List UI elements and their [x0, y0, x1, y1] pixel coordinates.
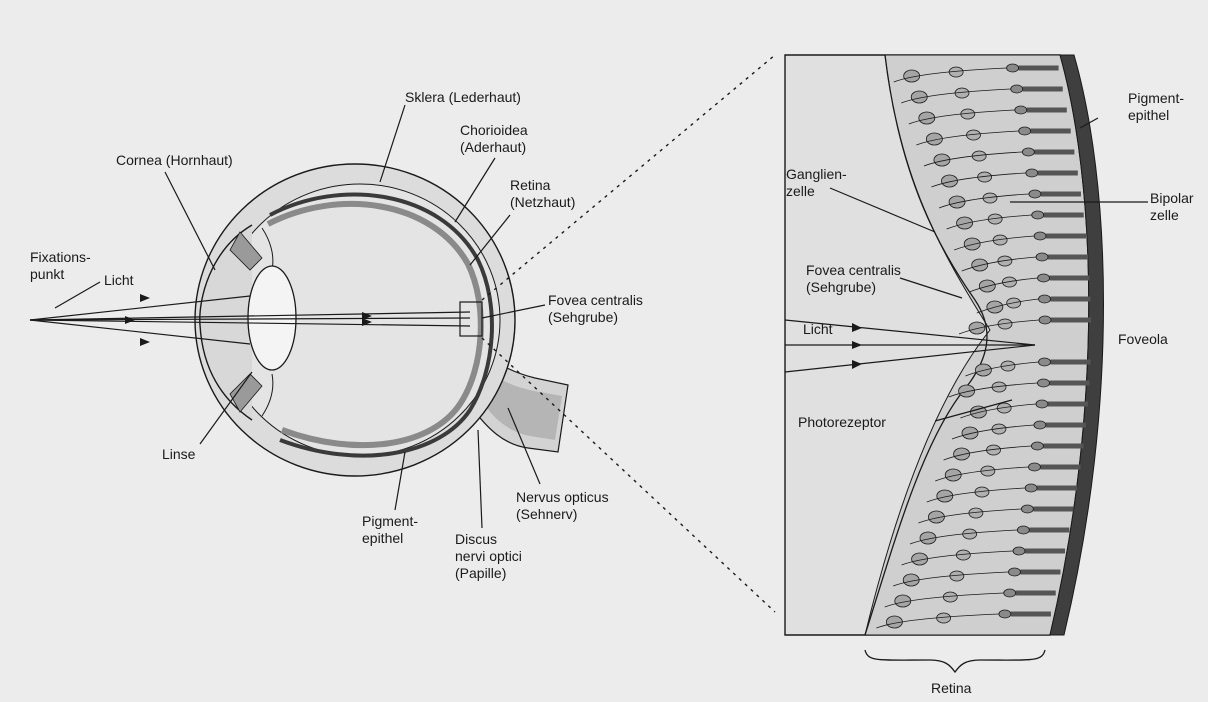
label-fovea-zoom-line1: Fovea centralis — [806, 262, 901, 278]
label-sklera: Sklera (Lederhaut) — [405, 89, 521, 105]
label-pigment-zoom-line2: epithel — [1128, 107, 1169, 123]
photoreceptor-nucleus — [1004, 589, 1016, 597]
eyeball — [195, 164, 568, 476]
ganglion-cell — [957, 217, 973, 229]
photoreceptor-nucleus — [1017, 526, 1029, 534]
retina-detail — [785, 55, 1104, 635]
photoreceptor-nucleus — [1036, 400, 1048, 408]
ganglion-cell — [962, 427, 978, 439]
label-bipolarzelle-line1: Bipolar — [1150, 190, 1194, 206]
photoreceptor-nucleus — [1036, 253, 1048, 261]
photoreceptor-nucleus — [1029, 190, 1041, 198]
label-discus-line3: (Papille) — [455, 565, 506, 581]
arrow-head-middle — [125, 316, 135, 324]
ganglion-cell — [954, 448, 970, 460]
label-foveola: Foveola — [1118, 331, 1168, 347]
photoreceptor-nucleus — [1034, 232, 1046, 240]
photoreceptor-nucleus — [1039, 358, 1051, 366]
ganglion-cell — [949, 196, 965, 208]
label-fixationspunkt-line2: punkt — [30, 266, 64, 282]
label-ganglienzelle-line1: Ganglien- — [786, 166, 847, 182]
label-discus-line1: Discus — [455, 531, 497, 547]
photoreceptor-nucleus — [1019, 127, 1031, 135]
photoreceptor-nucleus — [1015, 106, 1027, 114]
label-retina-eye-line1: Retina — [510, 177, 551, 193]
label-nervus-line2: (Sehnerv) — [516, 506, 577, 522]
label-pigment-eye-line1: Pigment- — [362, 513, 418, 529]
label-retina-eye-line2: (Netzhaut) — [510, 194, 575, 210]
ganglion-cell — [969, 322, 985, 334]
photoreceptor-nucleus — [1039, 295, 1051, 303]
photoreceptor-nucleus — [1007, 64, 1019, 72]
photoreceptor-nucleus — [1011, 85, 1023, 93]
label-licht-eye: Licht — [104, 272, 134, 288]
label-bipolarzelle-line2: zelle — [1150, 207, 1179, 223]
photoreceptor-nucleus — [1032, 211, 1044, 219]
ganglion-cell — [972, 259, 988, 271]
arrow-head-upper — [140, 294, 150, 302]
label-cornea: Cornea (Hornhaut) — [116, 152, 233, 168]
label-ganglienzelle-line2: zelle — [786, 183, 815, 199]
photoreceptor-nucleus — [999, 610, 1011, 618]
photoreceptor-nucleus — [1039, 316, 1051, 324]
label-discus-line2: nervi optici — [455, 548, 522, 564]
photoreceptor-nucleus — [1034, 421, 1046, 429]
photoreceptor-nucleus — [1013, 547, 1025, 555]
photoreceptor-nucleus — [1038, 274, 1050, 282]
label-linse: Linse — [162, 446, 196, 462]
retina-brace — [865, 650, 1045, 672]
label-fovea-zoom-line2: (Sehgrube) — [806, 279, 876, 295]
label-fovea-eye-line1: Fovea centralis — [548, 292, 643, 308]
label-pigment-eye-line2: epithel — [362, 530, 403, 546]
photoreceptor-nucleus — [1026, 169, 1038, 177]
label-fixationspunkt-line1: Fixations- — [30, 249, 91, 265]
label-photorezeptor: Photorezeptor — [798, 414, 886, 430]
label-licht-zoom: Licht — [803, 321, 833, 337]
label-pigment-zoom-line1: Pigment- — [1128, 90, 1184, 106]
photoreceptor-nucleus — [1008, 568, 1020, 576]
arrow-head-lower — [140, 338, 150, 346]
photoreceptor-nucleus — [1022, 148, 1034, 156]
ganglion-cell — [975, 364, 991, 376]
photoreceptor-nucleus — [1038, 379, 1050, 387]
label-fovea-eye-line2: (Sehgrube) — [548, 309, 618, 325]
label-chorioidea-line1: Chorioidea — [460, 122, 528, 138]
photoreceptor-nucleus — [1025, 484, 1037, 492]
label-chorioidea-line2: (Aderhaut) — [460, 139, 526, 155]
label-nervus-line1: Nervus opticus — [516, 489, 609, 505]
photoreceptor-nucleus — [1028, 463, 1040, 471]
ganglion-cell — [959, 385, 975, 397]
ganglion-cell — [964, 238, 980, 250]
photoreceptor-nucleus — [1021, 505, 1033, 513]
label-retina-bottom: Retina — [931, 680, 972, 696]
lens — [248, 266, 296, 370]
photoreceptor-nucleus — [1031, 442, 1043, 450]
